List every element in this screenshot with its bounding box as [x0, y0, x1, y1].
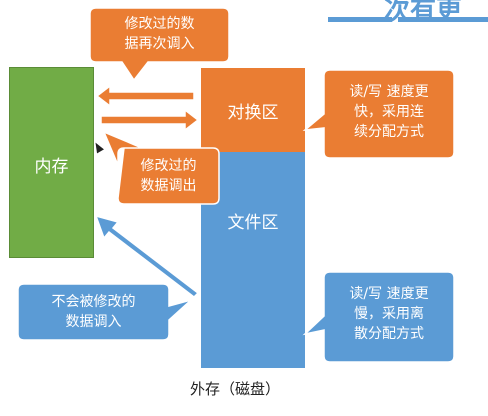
- callout-line: 快，采用连: [354, 104, 424, 120]
- callout-swap-speed-text: 读/写 速度更 快，采用连 续分配方式: [330, 82, 448, 142]
- disk-caption: 外存（磁盘）: [190, 380, 281, 398]
- callout-line: 不会被修改的: [51, 294, 136, 310]
- arrow-memory-to-swap: [100, 108, 200, 132]
- file-area-label: 文件区: [227, 213, 279, 233]
- slide-title-fragment: 次有更: [384, 0, 463, 26]
- callout-line: 修改过的数: [124, 16, 195, 32]
- callout-swap-speed: [302, 69, 455, 159]
- callout-line: 修改过的: [140, 158, 197, 174]
- memory-block: 内存: [9, 67, 94, 258]
- header-accent-line: [328, 17, 392, 22]
- callout-line: 读/写 速度更: [349, 286, 429, 302]
- callout-file-speed-text: 读/写 速度更 慢，采用离 散分配方式: [330, 284, 448, 344]
- callout-line: 数据调入: [65, 314, 122, 330]
- callout-line: 续分配方式: [354, 124, 424, 140]
- callout-file-speed: [302, 271, 455, 363]
- header-accent-line: [398, 17, 488, 22]
- callout-line: 数据调出: [140, 178, 197, 194]
- arrow-swap-to-memory: [95, 84, 195, 108]
- callout-load-unmodified-text: 不会被修改的 数据调入: [24, 292, 163, 332]
- arrow-file-to-memory: [94, 214, 200, 298]
- swap-area-block: 对换区: [201, 68, 305, 152]
- callout-swap-out-modified: [102, 130, 220, 205]
- callout-line: 散分配方式: [354, 326, 424, 342]
- memory-label: 内存: [34, 157, 69, 177]
- callout-line: 读/写 速度更: [349, 84, 429, 100]
- swap-area-label: 对换区: [227, 103, 279, 123]
- callout-swap-in-modified: [89, 7, 230, 82]
- callout-load-unmodified: [17, 283, 192, 341]
- callout-line: 据再次调入: [124, 36, 195, 52]
- callout-swap-in-modified-text: 修改过的数 据再次调入: [96, 14, 223, 54]
- callout-swap-out-modified-text: 修改过的 数据调出: [124, 156, 213, 196]
- callout-line: 慢，采用离: [354, 306, 424, 322]
